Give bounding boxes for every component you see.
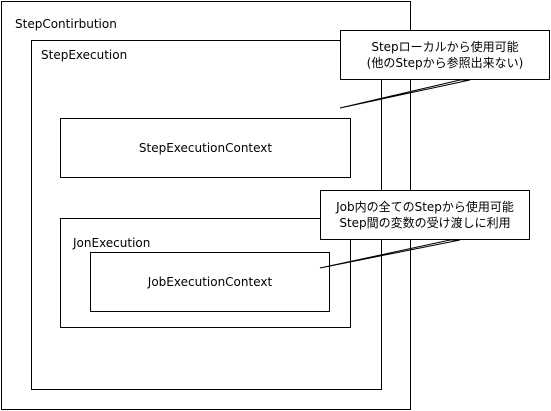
job-execution-label: JonExecution <box>73 236 151 250</box>
job-execution-context-label: JobExecutionContext <box>147 275 273 289</box>
step-execution-context-box: StepExecutionContext <box>60 118 351 178</box>
job-callout-connector <box>319 239 461 269</box>
step-callout-line1: Stepローカルから使用可能 <box>371 40 519 54</box>
step-context-callout: Stepローカルから使用可能 (他のStepから参照出来ない) <box>340 30 550 80</box>
step-execution-label: StepExecution <box>41 48 128 62</box>
job-callout-line1: Job内の全てのStepから使用可能 <box>336 200 514 214</box>
job-context-callout: Job内の全てのStepから使用可能 Step間の変数の受け渡しに利用 <box>320 190 530 240</box>
step-callout-connector <box>339 79 471 109</box>
step-callout-line2: (他のStepから参照出来ない) <box>366 56 524 70</box>
job-execution-context-box: JobExecutionContext <box>90 252 330 312</box>
job-callout-line2: Step間の変数の受け渡しに利用 <box>339 216 511 230</box>
step-contribution-label: StepContirbution <box>15 17 117 31</box>
step-execution-context-label: StepExecutionContext <box>138 141 273 155</box>
